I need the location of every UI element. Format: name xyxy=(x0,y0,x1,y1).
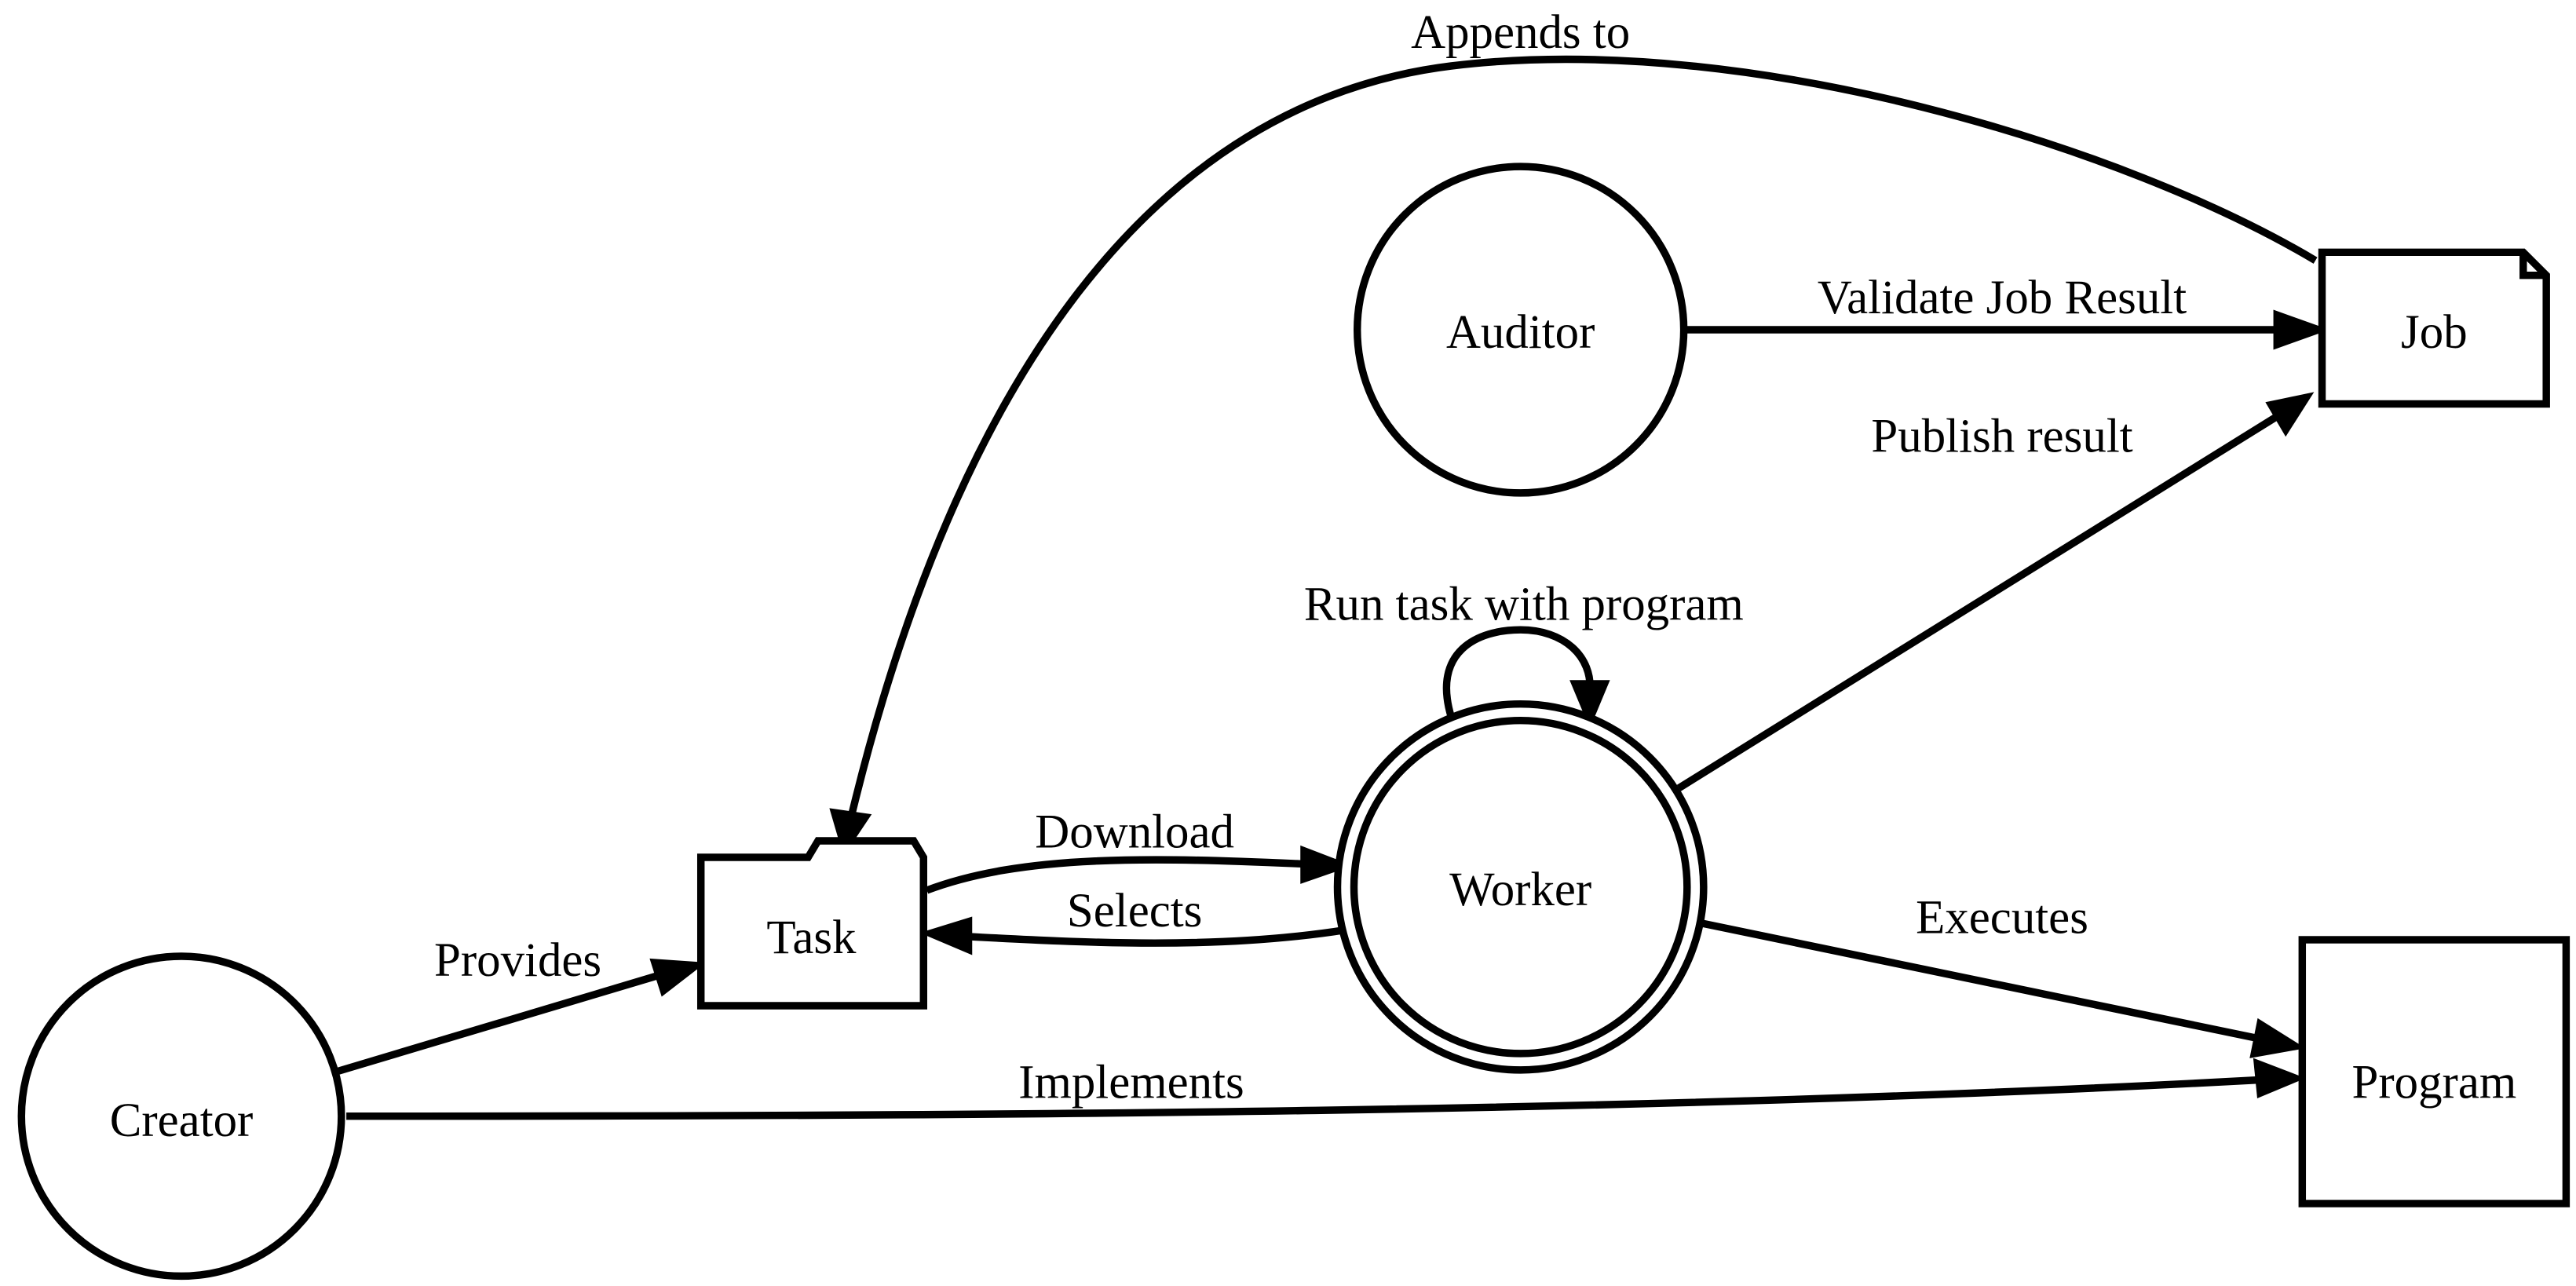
edge-download-line xyxy=(925,856,1303,894)
edge-publish-result-line xyxy=(1676,414,2278,791)
edge-label-publish-result: Publish result xyxy=(1871,410,2132,462)
node-task: Task xyxy=(696,837,928,1010)
edge-provides-line xyxy=(335,972,658,1076)
node-job-fold xyxy=(2519,252,2547,279)
edge-validate-job-result-arrowhead xyxy=(2273,309,2329,350)
node-job-label: Job xyxy=(2401,306,2468,359)
edge-publish-result: Publish result xyxy=(1676,392,2315,791)
edge-download: Download xyxy=(925,806,1354,894)
edge-implements: Implements xyxy=(346,1057,2306,1120)
edge-selects: Selects xyxy=(919,885,1346,955)
node-program-shape xyxy=(2298,936,2571,1207)
edge-label-download: Download xyxy=(1035,806,1234,858)
edge-implements-arrowhead xyxy=(2253,1058,2306,1098)
edge-appends-to: Appends to xyxy=(829,6,2318,857)
edge-executes: Executes xyxy=(1701,892,2306,1058)
node-creator-shape xyxy=(17,952,345,1281)
edge-label-executes: Executes xyxy=(1916,892,2088,944)
edge-implements-line xyxy=(346,1076,2260,1120)
edge-label-run-task-with-program: Run task with program xyxy=(1304,579,1744,631)
node-worker: Worker xyxy=(1333,700,1708,1074)
edge-executes-line xyxy=(1701,919,2260,1043)
node-creator: Creator xyxy=(17,952,345,1281)
node-creator-label: Creator xyxy=(110,1094,254,1147)
edge-run-task-with-program: Run task with program xyxy=(1304,579,1744,729)
edge-provides: Provides xyxy=(335,934,707,1076)
node-auditor: Auditor xyxy=(1353,163,1688,497)
edge-validate-job-result: Validate Job Result xyxy=(1685,272,2329,350)
edge-publish-result-arrowhead xyxy=(2265,392,2315,437)
node-task-shape xyxy=(696,837,928,1010)
node-worker-inner-ring xyxy=(1350,716,1691,1058)
edge-label-selects: Selects xyxy=(1067,885,1203,937)
edge-label-provides: Provides xyxy=(434,934,601,987)
node-auditor-label: Auditor xyxy=(1446,306,1595,359)
node-program: Program xyxy=(2298,936,2571,1207)
node-job: Job xyxy=(2318,248,2550,408)
edge-selects-arrowhead xyxy=(919,916,973,955)
edge-provides-arrowhead xyxy=(649,958,707,997)
node-task-label: Task xyxy=(766,912,857,964)
edge-label-appends-to: Appends to xyxy=(1411,6,1630,59)
node-auditor-shape xyxy=(1353,163,1688,497)
edge-selects-line xyxy=(966,926,1346,947)
node-program-label: Program xyxy=(2351,1057,2516,1109)
edge-executes-arrowhead xyxy=(2249,1017,2306,1058)
edge-label-implements: Implements xyxy=(1018,1057,1244,1109)
edge-download-arrowhead xyxy=(1300,845,1354,884)
edge-label-validate-job-result: Validate Job Result xyxy=(1818,272,2187,324)
edge-run-task-with-program-line xyxy=(1442,626,1594,718)
edge-appends-to-line xyxy=(847,55,2318,819)
node-job-shape xyxy=(2318,248,2550,408)
edge-run-task-with-program-arrowhead xyxy=(1569,680,1610,729)
node-worker-label: Worker xyxy=(1449,864,1591,916)
